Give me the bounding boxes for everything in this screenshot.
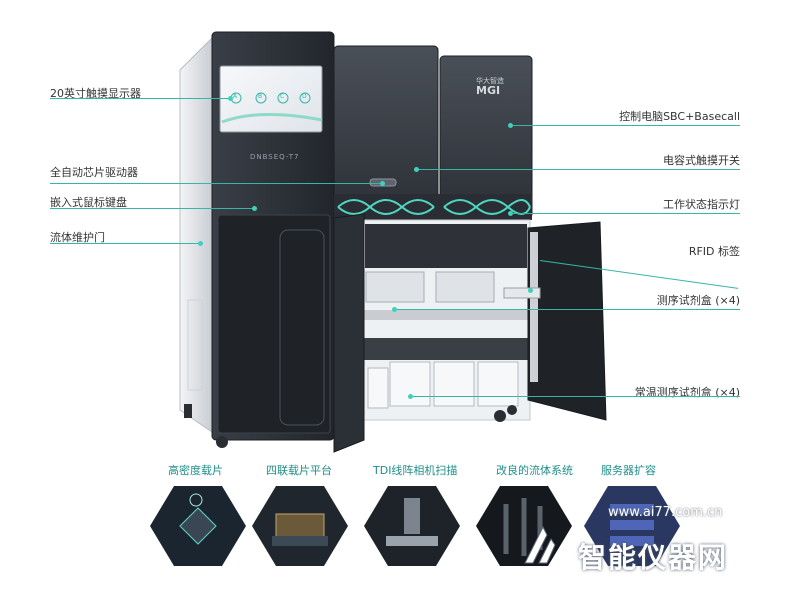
feature-title-four-slide-platform: 四联载片平台 [266, 464, 332, 477]
dot-control-pc [508, 123, 513, 128]
leader-status-light [510, 213, 740, 214]
leader-chip-driver [50, 183, 382, 184]
feature-title-server: 服务器扩容 [601, 464, 656, 477]
leader-control-pc [510, 125, 740, 126]
leader-reagent-kit [394, 309, 740, 310]
server-expansion-icon [584, 486, 680, 566]
screen-marker-c: C [280, 93, 285, 100]
watermark-name: 智能仪器网 [578, 541, 729, 574]
high-density-slide-icon [150, 486, 246, 566]
leader-touch-display [50, 98, 230, 99]
dot-touch-display [228, 96, 233, 101]
status-light-strip [334, 194, 532, 220]
callout-status-light: 工作状态指示灯 [663, 198, 740, 211]
watermark-url: www.ai77.com.cn [608, 505, 723, 520]
callout-rfid: RFID 标签 [688, 245, 740, 258]
feet [184, 404, 517, 448]
middle-cabinet [333, 45, 439, 219]
lower-door [217, 214, 331, 434]
callout-control-pc: 控制电脑SBC+Basecall [619, 110, 740, 123]
brand-en: MGI [476, 84, 501, 97]
open-door-right [527, 221, 607, 421]
feature-title-fluidics: 改良的流体系统 [496, 464, 573, 477]
feature-title-high-density-slide: 高密度载片 [168, 464, 223, 477]
leader-fluid-door [50, 243, 200, 244]
callout-mouse-keyboard: 嵌入式鼠标键盘 [50, 196, 127, 209]
brand-cn: 华大智造 [476, 77, 504, 85]
callout-reagent-kit: 测序试剂盒 (×4) [656, 294, 740, 307]
dot-mouse-keyboard [252, 206, 257, 211]
side-vent [187, 299, 203, 391]
leader-mouse-keyboard [50, 208, 254, 209]
four-slide-platform-icon [252, 486, 348, 566]
watermark-logo-icon [524, 525, 556, 564]
dot-rfid [528, 288, 533, 293]
dot-reagent-kit [392, 307, 397, 312]
rfid-tag [503, 287, 541, 299]
dot-room-temp-kit [408, 394, 413, 399]
screen-marker-b: B [258, 93, 263, 100]
screen-marker-a: A [233, 93, 238, 100]
callout-touch-switch: 电容式触摸开关 [663, 154, 740, 167]
leader-touch-switch [416, 169, 740, 170]
dot-fluid-door [198, 241, 203, 246]
tdi-line-scan-camera-icon [364, 486, 460, 566]
leader-room-temp-kit [410, 396, 740, 397]
dot-touch-switch [414, 167, 419, 172]
dot-chip-driver [380, 181, 385, 186]
open-door-left [333, 213, 365, 453]
callout-touch-display: 20英寸触摸显示器 [50, 87, 141, 100]
model-text: DNBSEQ-T7 [250, 153, 300, 161]
callout-chip-driver: 全自动芯片驱动器 [50, 166, 138, 179]
feature-title-tdi-camera: TDI线阵相机扫描 [373, 464, 458, 477]
reagent-kits [365, 271, 519, 409]
screen-marker-d: D [302, 93, 307, 100]
dot-status-light [508, 211, 513, 216]
callout-fluid-door: 流体维护门 [50, 231, 105, 244]
callout-room-temp-kit: 常温测序试剂盒 (×4) [634, 386, 740, 399]
